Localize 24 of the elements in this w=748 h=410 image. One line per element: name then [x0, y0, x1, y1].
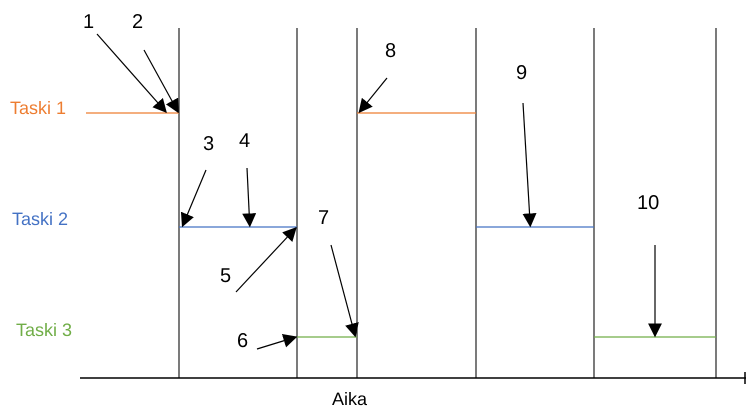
callout-number: 5	[220, 265, 232, 287]
callout-number: 7	[318, 207, 330, 229]
callout-number: 8	[385, 40, 396, 62]
callout-number: 2	[132, 11, 144, 33]
leader-arrow	[330, 244, 359, 338]
leader-arrow	[96, 34, 167, 114]
callout-number: 10	[637, 192, 660, 214]
callout-number: 4	[239, 130, 250, 152]
leader-arrow	[256, 334, 298, 350]
callout-number: 6	[237, 330, 248, 352]
leader-arrow	[180, 170, 207, 228]
callout-number: 3	[203, 133, 214, 155]
task-label: Taski 1	[10, 98, 66, 118]
task-label: Taski 3	[16, 320, 72, 340]
axis-label: Aika	[332, 389, 368, 409]
leader-arrow	[358, 78, 388, 114]
callout-number: 9	[516, 62, 528, 84]
leader-arrow	[143, 50, 179, 114]
leader-arrow	[236, 226, 297, 292]
leader-arrow	[522, 102, 537, 228]
leader-arrow	[648, 245, 662, 338]
task-label: Taski 2	[12, 209, 68, 229]
leader-arrow	[242, 168, 256, 228]
callout-number: 1	[83, 11, 94, 33]
